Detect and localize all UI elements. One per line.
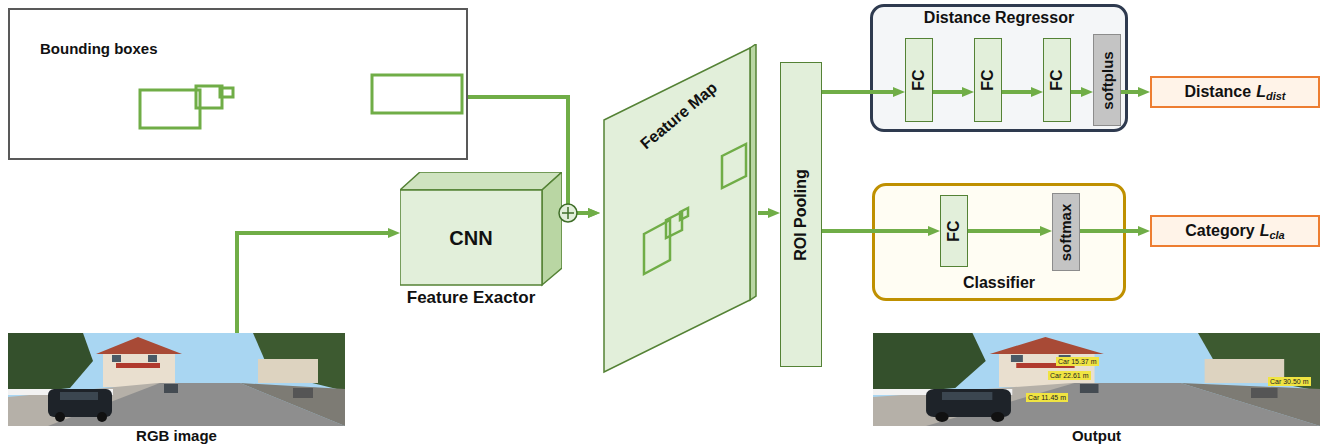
arrow-connector: [968, 229, 1044, 233]
node-text: L: [1260, 222, 1270, 240]
regressor-panel: Distance RegressorFC FC FC softplus: [870, 4, 1128, 132]
arrow-connector: [933, 90, 966, 94]
output-box: Category Lcla: [1150, 215, 1320, 247]
image-node: Output: [873, 333, 1320, 446]
input-panel: Bounding boxes: [8, 8, 468, 160]
bounding-box-shapes: [140, 75, 462, 128]
arrow-connector: [562, 211, 592, 215]
arrow-connector: [822, 90, 897, 94]
node-text: Distance: [1184, 83, 1251, 101]
arrow-connector: [1080, 229, 1142, 233]
node-text: Bounding boxes: [40, 40, 158, 58]
distance-tag: Car 30.50 m: [1268, 377, 1311, 386]
arrow-connector: [822, 229, 932, 233]
fc-layer: FC: [940, 195, 968, 267]
node-text: FC: [945, 220, 963, 241]
rgb-photo: [8, 333, 345, 426]
node-text: RGB image: [8, 428, 345, 444]
node-text: Classifier: [875, 274, 1123, 292]
node-text: CNN: [400, 226, 542, 250]
arrow-connector: [1002, 90, 1035, 94]
node-text: softplus: [1099, 51, 1116, 109]
distance-tag: Car 15.37 m: [1056, 357, 1099, 366]
fc-layer: FC: [1043, 38, 1071, 122]
node-text: Category: [1185, 222, 1254, 240]
node-text: dist: [1266, 90, 1286, 102]
node-text: FC: [1048, 69, 1066, 90]
distance-tag: Car 11.45 m: [1026, 393, 1068, 402]
fc-layer: FC: [974, 38, 1002, 122]
sum-symbol: [559, 204, 577, 222]
activation-layer: softplus: [1093, 34, 1121, 126]
fc-layer: FC: [905, 38, 933, 122]
node-text: ROI Pooling: [792, 169, 810, 261]
node-text: Distance Regressor: [873, 9, 1125, 27]
cnn-block: CNN Feature Exactor: [400, 172, 562, 309]
distance-tag: Car 22.61 m: [1048, 371, 1091, 380]
node-text: Output: [873, 428, 1320, 444]
classifier-panel: Classifier FC softmax: [872, 183, 1126, 301]
node-text: FC: [910, 69, 928, 90]
arrow-connector: [1071, 90, 1085, 94]
feature-map-slab: [600, 44, 758, 376]
output-box: Distance Ldist: [1150, 76, 1320, 108]
feature-map: Feature Map: [600, 44, 758, 376]
node-text: cla: [1269, 229, 1284, 241]
arrow-connector: [468, 97, 592, 213]
roi-pooling: ROI Pooling: [780, 62, 822, 367]
arrow-connector: [1121, 90, 1142, 94]
node-text: Feature Exactor: [400, 288, 542, 308]
node-text: softmax: [1058, 203, 1075, 261]
arrow-connector: [758, 211, 772, 215]
activation-layer: softmax: [1052, 193, 1080, 271]
arrow-connector: [237, 233, 392, 333]
output-photo: [873, 333, 1320, 426]
image-node: RGB image: [8, 333, 345, 446]
node-text: FC: [979, 69, 997, 90]
node-text: L: [1256, 83, 1266, 101]
